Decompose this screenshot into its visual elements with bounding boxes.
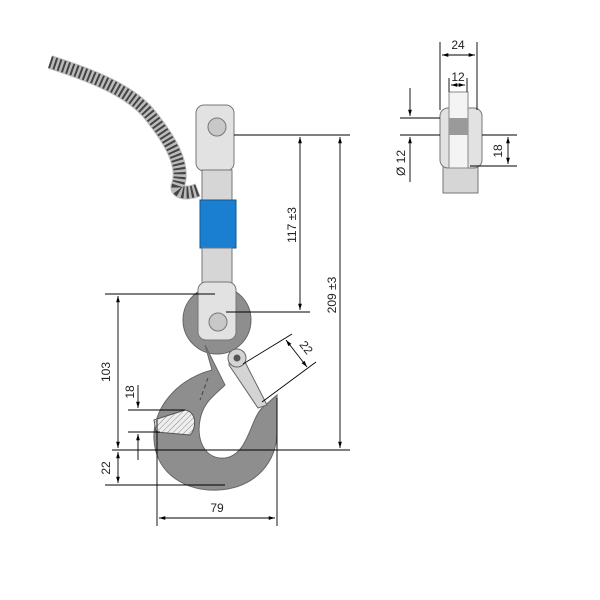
dimension-overall-length: 209 ±3: [112, 137, 350, 451]
dimension-hook-bottom: 22: [99, 452, 225, 486]
lower-pin-hole: [208, 312, 228, 332]
svg-text:12: 12: [451, 70, 465, 84]
svg-text:22: 22: [297, 338, 316, 357]
dimension-side-width: 24: [439, 38, 478, 110]
dimension-hook-width: 79: [156, 398, 278, 526]
upper-pin-hole: [207, 117, 227, 137]
dimension-side-slot: 12: [448, 70, 468, 92]
clevis-side-view: [439, 91, 483, 194]
dimension-pin-diameter: Ø 12: [394, 88, 440, 182]
svg-text:24: 24: [451, 38, 465, 52]
dimension-pin-to-pin: 117 ±3: [226, 134, 350, 313]
load-cell-sensor: [199, 199, 237, 249]
dimension-hook-section: 18: [123, 385, 185, 460]
svg-text:18: 18: [123, 385, 137, 399]
svg-text:22: 22: [99, 461, 113, 475]
dimension-hook-height: 103: [99, 293, 215, 448]
lower-clevis: [201, 247, 233, 285]
svg-text:117 ±3: 117 ±3: [285, 207, 299, 243]
svg-text:103: 103: [99, 362, 113, 382]
svg-text:Ø 12: Ø 12: [394, 150, 408, 176]
upper-clevis: [195, 104, 235, 202]
safety-latch: [227, 348, 268, 409]
dimension-hook-opening: 22: [242, 333, 317, 403]
svg-text:79: 79: [210, 501, 224, 515]
svg-text:18: 18: [491, 144, 505, 158]
dimension-pin-height: 18: [470, 134, 517, 167]
svg-text:209 ±3: 209 ±3: [325, 276, 339, 313]
coiled-cable: [47, 55, 201, 200]
swivel-hook: [153, 281, 278, 491]
